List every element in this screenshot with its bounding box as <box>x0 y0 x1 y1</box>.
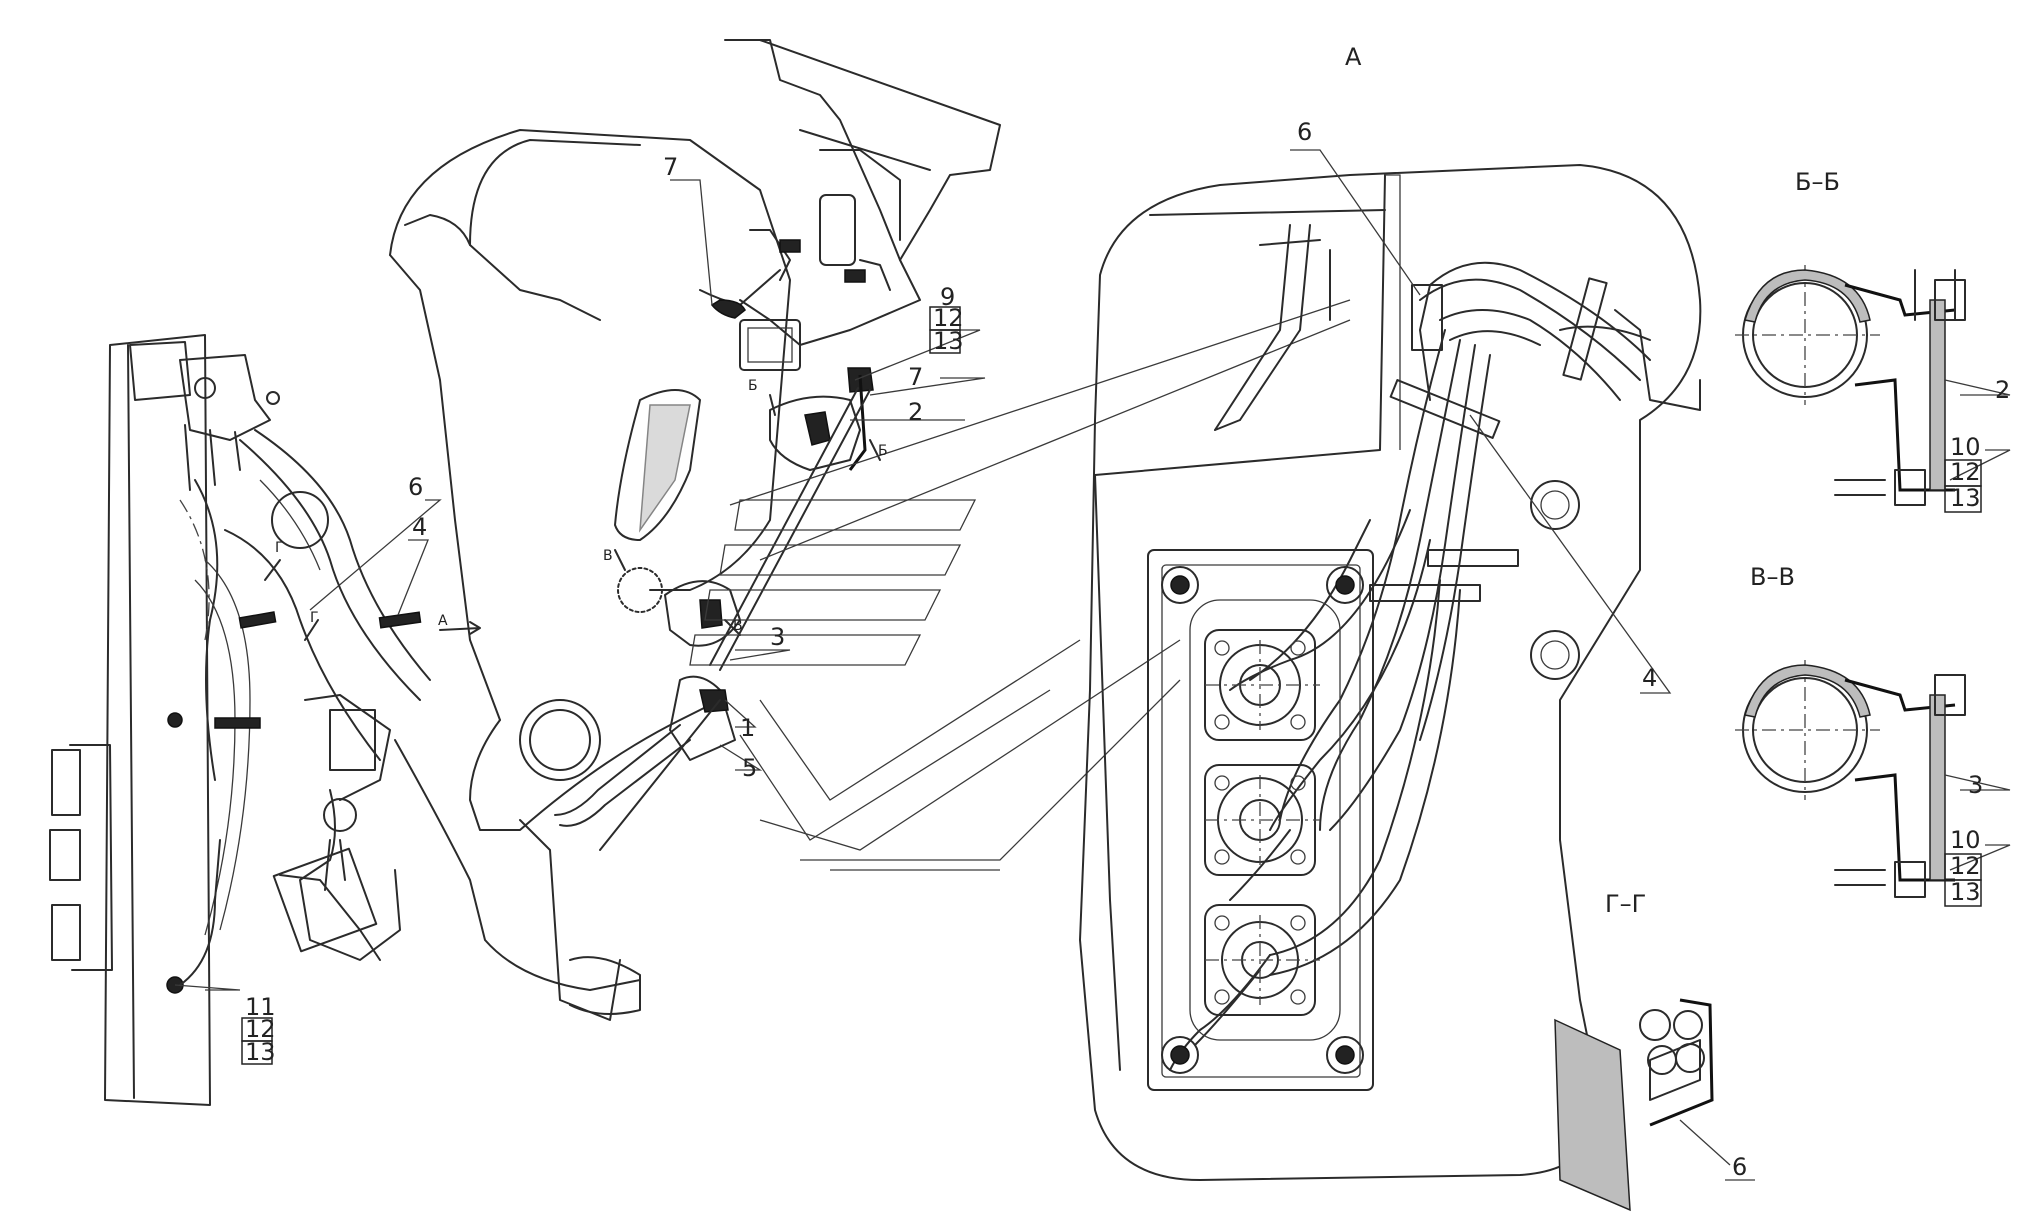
label-part-13-top: 13 <box>933 327 964 355</box>
section-v-label-part-12: 12 <box>1950 852 1981 880</box>
section-b-label-part-13: 13 <box>1950 484 1981 512</box>
label-part-3: 3 <box>770 623 785 651</box>
view-a-label-part-6: 6 <box>1297 118 1312 146</box>
labels: А Б–Б В–В Г–Г 7 9 12 13 7 2 Б Б В В 3 1 … <box>241 43 2010 1181</box>
section-mark-v-left: В <box>603 548 613 564</box>
label-part-12-bottom: 12 <box>245 1015 276 1043</box>
section-mark-v-right: В <box>733 618 743 634</box>
view-a-detail <box>1079 149 1702 1181</box>
label-part-5: 5 <box>742 754 757 782</box>
label-part-7b: 7 <box>908 363 923 391</box>
section-g-title: Г–Г <box>1605 890 1646 918</box>
section-mark-g-left: Г <box>275 540 284 556</box>
view-a-indicator-frame <box>689 299 1351 871</box>
section-mark-b-right: Б <box>878 443 888 459</box>
label-part-2: 2 <box>908 398 923 426</box>
section-g-label-part-6: 6 <box>1732 1153 1747 1181</box>
view-a-title: А <box>1345 43 1362 71</box>
view-a-bolt-heads <box>1530 480 1580 680</box>
label-part-4: 4 <box>412 513 427 541</box>
section-b-title: Б–Б <box>1795 168 1840 196</box>
section-g-g <box>1554 998 1731 1212</box>
section-b-label-part-2: 2 <box>1995 376 2010 404</box>
label-part-1: 1 <box>740 714 755 742</box>
label-part-6: 6 <box>408 473 423 501</box>
section-mark-b-left: Б <box>748 378 758 394</box>
section-v-title: В–В <box>1750 563 1795 591</box>
left-assembly-view <box>49 39 1001 1106</box>
section-b-b <box>1735 265 2011 506</box>
label-part-11: 11 <box>245 993 276 1021</box>
section-mark-g-right: Г <box>310 610 319 626</box>
section-v-label-part-3: 3 <box>1968 771 1983 799</box>
label-part-9: 9 <box>940 283 955 311</box>
view-a-label-part-4: 4 <box>1642 664 1657 692</box>
section-v-label-part-10: 10 <box>1950 826 1981 854</box>
section-b-label-part-10: 10 <box>1950 433 1981 461</box>
label-part-7: 7 <box>663 153 678 181</box>
section-v-label-part-13: 13 <box>1950 878 1981 906</box>
view-a-arrow-label: А <box>438 613 448 629</box>
label-part-12-top: 12 <box>933 304 964 332</box>
label-part-13-bottom: 13 <box>245 1038 276 1066</box>
section-b-label-part-12: 12 <box>1950 458 1981 486</box>
